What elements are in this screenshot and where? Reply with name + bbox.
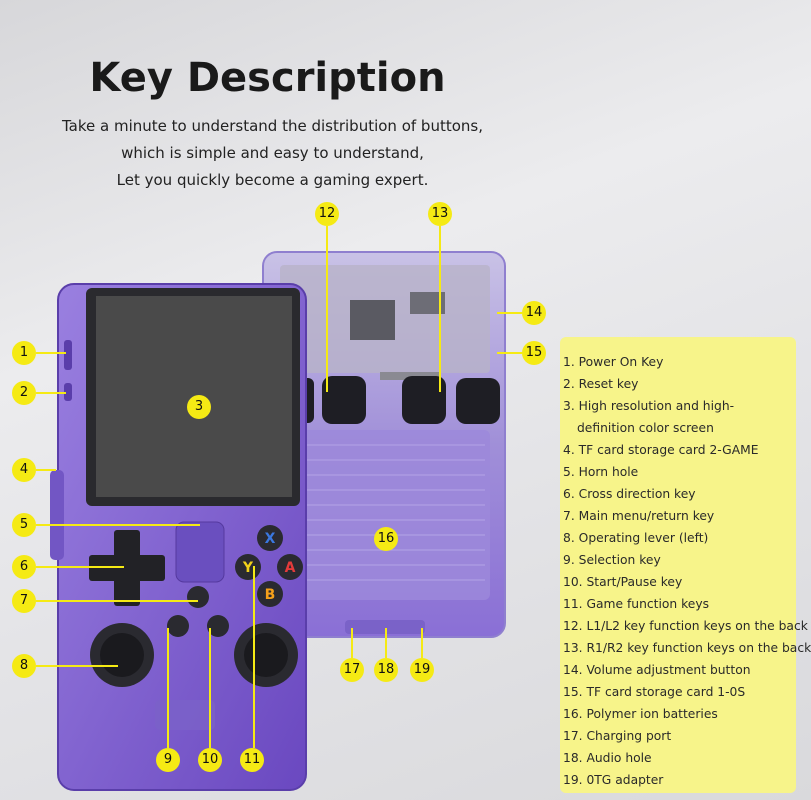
legend-item: 12. L1/L2 key function keys on the back xyxy=(563,619,808,633)
button-x-label: X xyxy=(265,531,276,547)
callout-18: 18 xyxy=(374,658,398,682)
callout-5: 5 xyxy=(12,513,36,537)
callout-4: 4 xyxy=(12,458,36,482)
callout-13: 13 xyxy=(428,202,452,226)
button-a-label: A xyxy=(285,560,296,576)
device-back xyxy=(262,251,506,638)
legend-item: 3. High resolution and high- xyxy=(563,399,735,413)
callout-6: 6 xyxy=(12,555,36,579)
callout-12: 12 xyxy=(315,202,339,226)
legend-item: 1. Power On Key xyxy=(563,355,664,369)
callout-9: 9 xyxy=(156,748,180,772)
callout-3: 3 xyxy=(187,395,211,419)
legend-item: 4. TF card storage card 2-GAME xyxy=(563,443,759,457)
callout-14: 14 xyxy=(522,301,546,325)
callout-1: 1 xyxy=(12,341,36,365)
legend-item: 7. Main menu/return key xyxy=(563,509,715,523)
legend-item: definition color screen xyxy=(577,421,714,435)
subtitle-line-1: Take a minute to understand the distribu… xyxy=(61,117,483,135)
callout-8: 8 xyxy=(12,654,36,678)
legend-item: 15. TF card storage card 1-0S xyxy=(563,685,746,699)
callout-11: 11 xyxy=(240,748,264,772)
legend-item: 2. Reset key xyxy=(563,377,639,391)
legend-item: 13. R1/R2 key function keys on the back xyxy=(563,641,811,655)
legend-item: 9. Selection key xyxy=(563,553,661,567)
page-title: Key Description xyxy=(89,55,446,101)
callout-19: 19 xyxy=(410,658,434,682)
callout-16: 16 xyxy=(374,527,398,551)
legend-item: 10. Start/Pause key xyxy=(563,575,683,589)
legend-item: 11. Game function keys xyxy=(563,597,710,611)
legend-item: 17. Charging port xyxy=(563,729,672,743)
legend-item: 5. Horn hole xyxy=(563,465,639,479)
callout-lines xyxy=(36,226,523,748)
callout-10: 10 xyxy=(198,748,222,772)
legend-item: 16. Polymer ion batteries xyxy=(563,707,718,721)
button-b-label: B xyxy=(265,587,276,603)
callout-2: 2 xyxy=(12,381,36,405)
legend-item: 8. Operating lever (left) xyxy=(563,531,709,545)
button-y-label: Y xyxy=(242,560,254,576)
legend-item: 14. Volume adjustment button xyxy=(563,663,751,677)
callout-15: 15 xyxy=(522,341,546,365)
legend-item: 19. 0TG adapter xyxy=(563,773,664,787)
legend-item: 18. Audio hole xyxy=(563,751,652,765)
subtitle-line-2: which is simple and easy to understand, xyxy=(121,144,424,162)
key-legend-panel: 1. Power On Key 2. Reset key 3. High res… xyxy=(560,337,811,793)
legend-item: 6. Cross direction key xyxy=(563,487,696,501)
dpad xyxy=(89,530,165,606)
subtitle-line-3: Let you quickly become a gaming expert. xyxy=(116,171,429,189)
callout-17: 17 xyxy=(340,658,364,682)
device-front: X Y A B xyxy=(50,283,307,791)
callout-7: 7 xyxy=(12,589,36,613)
